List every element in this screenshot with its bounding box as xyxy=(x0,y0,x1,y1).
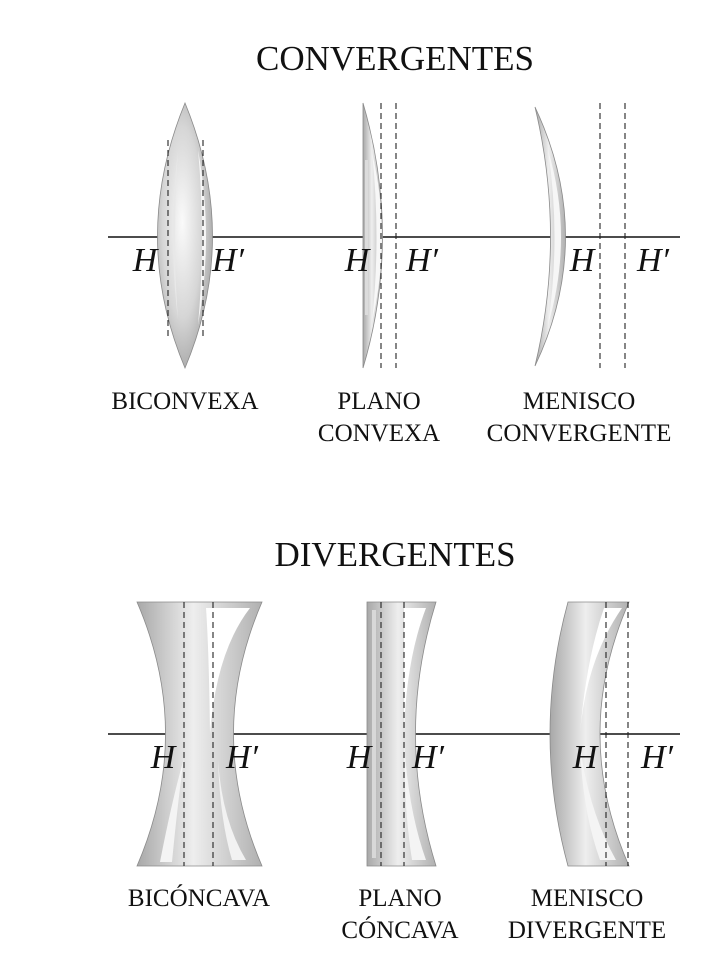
biconcave-lens xyxy=(136,601,263,867)
diverging-meniscus-h-label: H xyxy=(572,739,600,776)
converging-meniscus-label-line2: CONVERGENTE xyxy=(487,420,672,447)
diverging-meniscus-label-line1: MENISCO xyxy=(531,885,644,912)
divergent-title: DIVERGENTES xyxy=(274,535,515,574)
converging-meniscus-label-line1: MENISCO xyxy=(523,388,636,415)
converging-meniscus-lens xyxy=(534,106,566,367)
biconvex-h-label: H xyxy=(132,242,160,279)
biconvex-label: BICONVEXA xyxy=(111,388,258,415)
diverging-meniscus-label-line2: DIVERGENTE xyxy=(508,917,666,944)
plano-concave-lens xyxy=(366,601,437,867)
plano-concave-label-line2: CÓNCAVA xyxy=(341,916,458,944)
biconcave-h-prime-label: H′ xyxy=(225,739,259,776)
plano-concave-h-label: H xyxy=(346,739,374,776)
plano-convex-lens xyxy=(362,102,383,369)
convergent-title: CONVERGENTES xyxy=(256,39,534,78)
plano-convex-label-line1: PLANO xyxy=(337,388,420,415)
plano-concave-label-line1: PLANO xyxy=(358,885,441,912)
biconcave-label: BICÓNCAVA xyxy=(128,884,270,912)
plano-convex-h-label: H xyxy=(344,242,372,279)
biconcave-h-label: H xyxy=(150,739,178,776)
biconvex-lens xyxy=(157,101,213,370)
diverging-meniscus-h-prime-label: H′ xyxy=(640,739,674,776)
plano-concave-h-prime-label: H′ xyxy=(411,739,445,776)
biconvex-h-prime-label: H′ xyxy=(211,242,245,279)
converging-meniscus-h-label: H xyxy=(569,242,597,279)
plano-convex-h-prime-label: H′ xyxy=(405,242,439,279)
plano-convex-label-line2: CONVEXA xyxy=(318,420,440,447)
converging-meniscus-h-prime-label: H′ xyxy=(636,242,670,279)
